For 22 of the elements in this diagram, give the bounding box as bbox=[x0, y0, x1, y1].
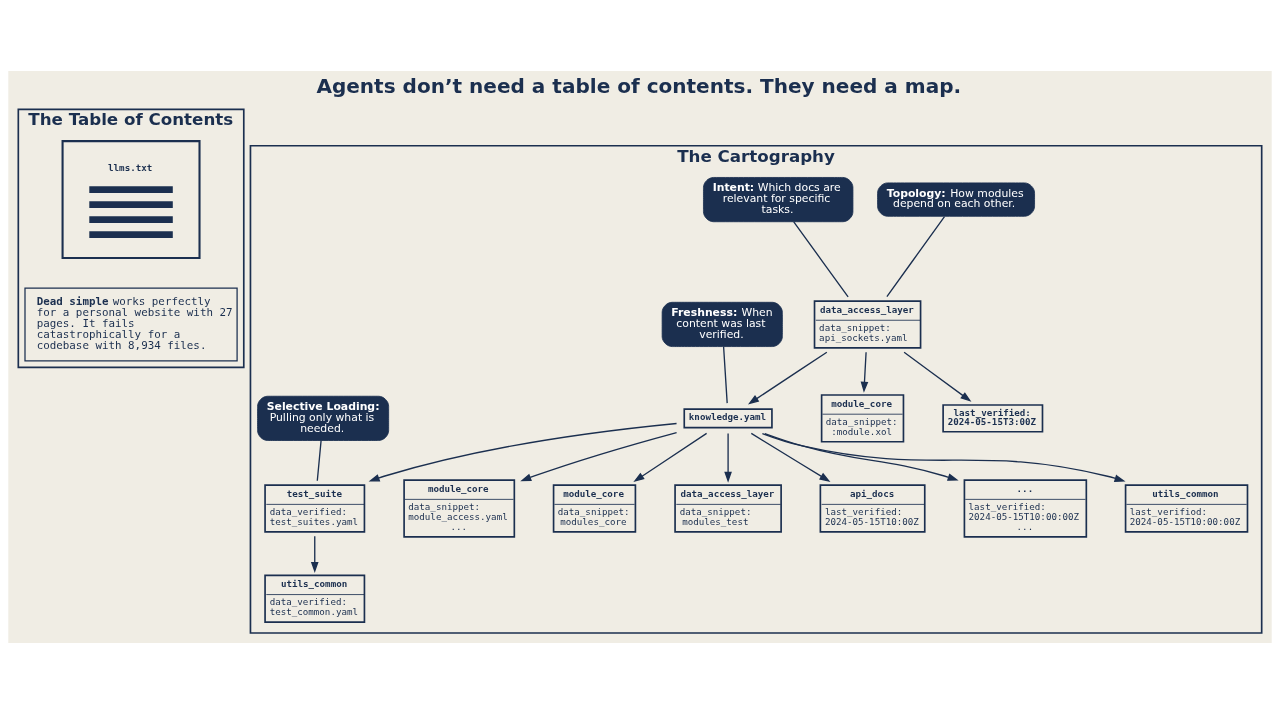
arrow bbox=[633, 432, 708, 482]
node-box: Dead simple works perfectly for a personal website with 27 pages. It fails catastrophically for a codebase with 8,934 files. bbox=[24, 287, 238, 362]
node-box: Selective Loading: Pulling only what is needed. bbox=[257, 395, 390, 441]
arrow bbox=[310, 535, 319, 573]
node-box: Freshness: When content was last verified. bbox=[661, 301, 783, 347]
arrow bbox=[860, 351, 869, 393]
node-box: Intent: Which docs are relevant for specific tasks. bbox=[703, 177, 854, 223]
diagram-title: Agents don’t need a table of contents. They need a map. bbox=[316, 73, 962, 98]
connector bbox=[886, 215, 946, 298]
node-box: Topology: How modules depend on each other. bbox=[877, 182, 1035, 217]
connector bbox=[793, 221, 849, 298]
node-box: llms.txt bbox=[61, 140, 201, 260]
connector bbox=[722, 346, 728, 404]
arrow bbox=[764, 432, 959, 481]
arrow bbox=[368, 422, 678, 482]
arrow bbox=[750, 432, 831, 482]
arrow bbox=[761, 432, 1126, 482]
arrow bbox=[747, 351, 828, 405]
arrow bbox=[520, 431, 678, 482]
connector bbox=[316, 439, 322, 482]
arrow bbox=[903, 351, 972, 402]
arrow bbox=[724, 432, 732, 483]
